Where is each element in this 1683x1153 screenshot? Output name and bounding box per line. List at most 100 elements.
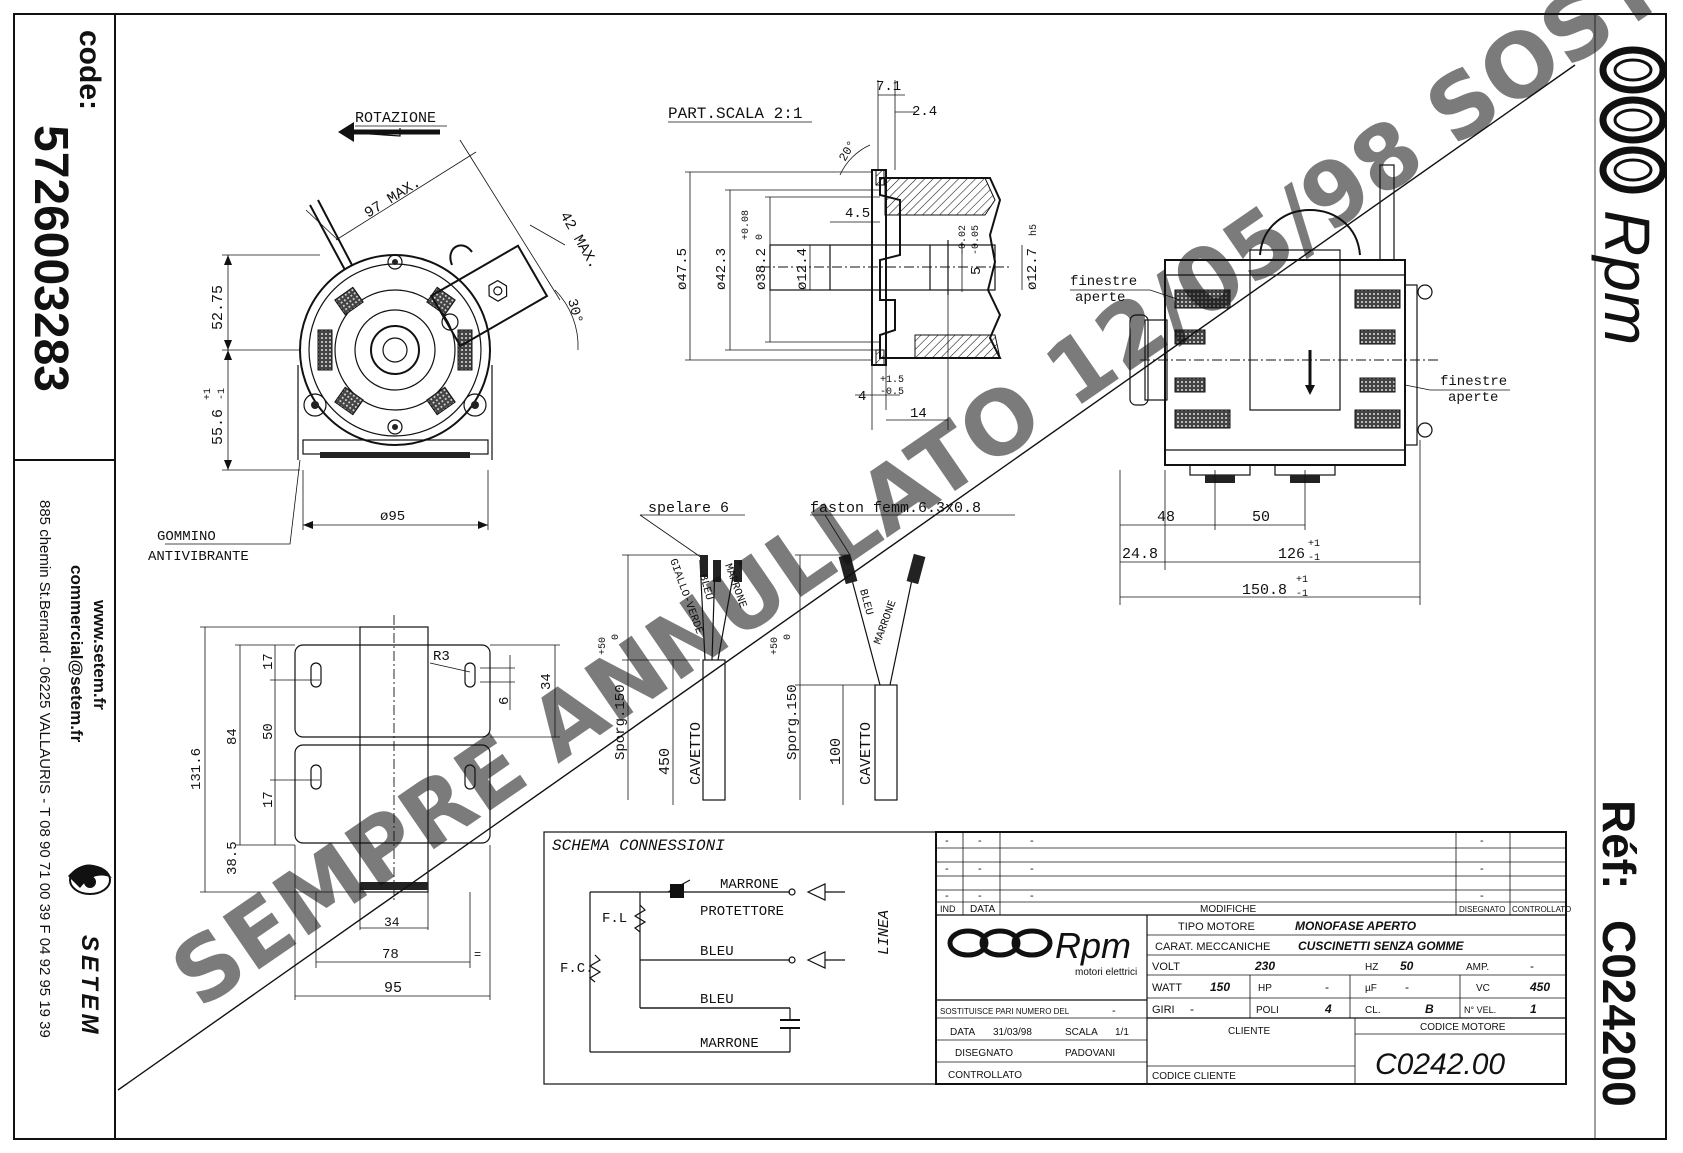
dim-14: 14 [910, 406, 927, 422]
client-code-label: CODICE CLIENTE [1152, 1071, 1236, 1082]
poli-label: POLI [1256, 1005, 1279, 1016]
motor-type-value: MONOFASE APERTO [1295, 919, 1417, 933]
title-block-brand: Rpm [1055, 925, 1131, 966]
dim-5: 5 [969, 267, 985, 275]
dim-34-side: 34 [539, 673, 555, 690]
rev-dash: - [1480, 890, 1484, 902]
length-100: 100 [828, 738, 845, 765]
dim-84: 84 [225, 728, 241, 745]
dim-base-diameter: ø95 [380, 509, 405, 525]
dim-17-a: 17 [261, 653, 277, 670]
drawn-label: DISEGNATO [955, 1048, 1013, 1059]
dim-17-b: 17 [261, 791, 277, 808]
title-block-brand-sub: motori elettrici [1075, 967, 1137, 978]
dim-126-tol-minus: -1 [1308, 553, 1320, 564]
schema-wire-marrone-2: MARRONE [700, 1036, 759, 1052]
giri-label: GIRI [1152, 1004, 1175, 1016]
giri-value: - [1190, 1002, 1194, 1016]
date-label: DATA [950, 1027, 976, 1038]
dim-38-5: 38.5 [225, 841, 241, 875]
dim-78: 78 [382, 947, 399, 963]
amp-label: AMP. [1466, 962, 1489, 973]
rev-dash: - [945, 835, 949, 847]
dim-5-tol-minus: -0.05 [971, 225, 982, 255]
company-logo-text: SETEM [76, 935, 103, 1038]
rotation-label: ROTAZIONE [355, 110, 436, 127]
schema-linea: LINEA [876, 910, 893, 955]
rev-col-data: DATA [970, 904, 996, 915]
cable-label-2: CAVETTO [858, 722, 875, 785]
scale-label: SCALA [1065, 1027, 1098, 1038]
code-label: code: [73, 30, 106, 110]
watt-label: WATT [1152, 982, 1182, 994]
mech-value: CUSCINETTI SENZA GOMME [1298, 939, 1465, 953]
cable-label-1: CAVETTO [688, 722, 705, 785]
dim-34-bottom: 34 [384, 915, 400, 930]
title-block-coil-logo-icon [947, 928, 1053, 958]
rev-col-ind: IND [940, 904, 956, 914]
schema-wire-marrone-1: MARRONE [720, 877, 779, 893]
client-label: CLIENTE [1228, 1026, 1271, 1037]
poli-value: 4 [1324, 1002, 1332, 1016]
wire-bleu-2: BLEU [856, 588, 874, 617]
protrusion-2-tol-minus: 0 [783, 634, 794, 640]
code-number: 5726003283 [24, 125, 77, 392]
volt-value: 230 [1254, 959, 1275, 973]
rev-dash: - [1480, 863, 1484, 875]
strip-label: spelare 6 [648, 500, 729, 517]
label-antivibrante: ANTIVIBRANTE [148, 549, 249, 565]
rev-dash: - [945, 863, 949, 875]
hz-label: HZ [1365, 962, 1378, 973]
dim-r3: R3 [433, 649, 450, 665]
protrusion-1-tol-plus: +50 [598, 637, 609, 655]
dim-50: 50 [1252, 509, 1270, 526]
dim-50-base: 50 [261, 723, 277, 740]
replaces-label: SOSTITUISCE PARI NUMERO DEL [940, 1007, 1070, 1016]
dim-95: 95 [384, 980, 402, 997]
label-finestre-aperte-1: finestre [1070, 274, 1137, 290]
uf-value: - [1405, 980, 1409, 994]
rev-dash: - [1030, 890, 1034, 902]
rev-dash: - [978, 863, 982, 875]
address-text: 885 chemin St.Bernard - 06225 VALLAURIS … [36, 500, 53, 1038]
rev-dash: - [1030, 835, 1034, 847]
vc-value: 450 [1529, 980, 1550, 994]
rpm-brand-vertical: Rpm [1591, 210, 1663, 345]
dim-d42-3: ø42.3 [714, 248, 730, 290]
dim-tol-plus: +1 [203, 388, 214, 400]
dim-2-4: 2.4 [912, 104, 937, 120]
nvel-value: 1 [1530, 1002, 1537, 1016]
protrusion-2: Sporg.150 [785, 684, 801, 760]
checked-label: CONTROLLATO [948, 1070, 1022, 1081]
rev-dash: - [1480, 835, 1484, 847]
cancellation-line [117, 64, 1576, 1091]
volt-label: VOLT [1152, 961, 1180, 973]
dim-4-tol-plus: +1.5 [880, 375, 904, 386]
dim-height-bottom: 55.6 [210, 409, 227, 445]
connection-schema: SCHEMA CONNESSIONI MARRONE PROTETTORE BL… [543, 831, 937, 1085]
sheet-border [13, 13, 1667, 1140]
hz-value: 50 [1400, 959, 1414, 973]
motor-type-label: TIPO MOTORE [1178, 921, 1255, 933]
base-plate-view: 131.6 84 17 50 17 38.5 R3 34 6 34 78 [189, 615, 560, 1000]
length-450: 450 [657, 748, 674, 775]
wire-marrone-2: MARRONE [872, 598, 899, 646]
protrusion-1-tol-minus: 0 [611, 634, 622, 640]
dim-d38-2-tol-minus: 0 [755, 234, 766, 240]
mech-label: CARAT. MECCANICHE [1155, 941, 1270, 953]
front-view: ROTAZIONE [148, 110, 602, 565]
schema-winding-fl: F.L [602, 911, 627, 927]
email-text: commercial@setem.fr [67, 565, 86, 743]
uf-label: µF [1365, 983, 1377, 994]
dim-d12-4: ø12.4 [795, 248, 811, 290]
dim-4: 4 [858, 389, 866, 405]
hp-label: HP [1258, 983, 1272, 994]
left-info-strip: code: 5726003283 www.setem.fr commercial… [24, 30, 112, 1038]
amp-value: - [1530, 959, 1534, 973]
rev-dash: - [945, 890, 949, 902]
rev-dash: - [978, 835, 982, 847]
schema-wire-bleu-1: BLEU [700, 944, 734, 960]
dim-d47-5: ø47.5 [675, 248, 691, 290]
right-brand-strip: Rpm Réf: C024200 [1591, 46, 1667, 1107]
